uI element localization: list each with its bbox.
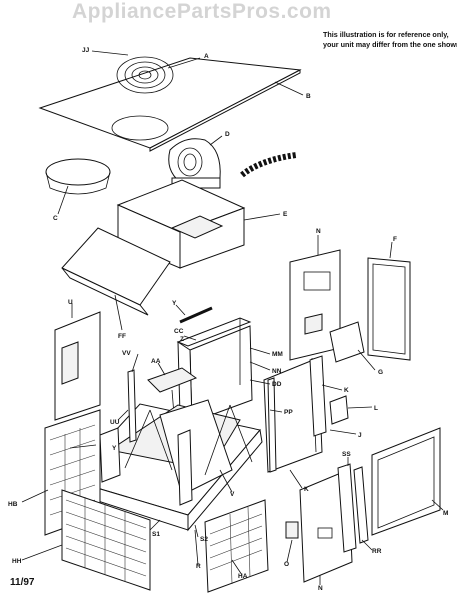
label-MM: MM <box>272 351 283 358</box>
label-E: E <box>283 211 288 218</box>
label-M: M <box>443 510 448 517</box>
label-V: V <box>230 491 235 498</box>
part-main-frame <box>69 317 323 532</box>
label-U: U <box>68 299 73 306</box>
label-C: C <box>53 215 58 222</box>
label-VV: VV <box>122 350 131 357</box>
part-top-cover <box>38 56 302 152</box>
part-front-panel <box>285 469 353 583</box>
label-HH: HH <box>12 558 22 565</box>
label-JJ: JJ <box>82 47 90 54</box>
part-ring <box>45 158 111 195</box>
watermark: AppliancePartsPros.com <box>72 0 332 23</box>
label-Y-upper: Y <box>172 300 177 307</box>
label-A: A <box>204 53 209 60</box>
label-K-upper: K <box>344 387 349 394</box>
part-access-cover <box>329 321 365 363</box>
label-B: B <box>306 93 311 100</box>
label-D: D <box>225 131 230 138</box>
label-J: J <box>358 432 362 439</box>
label-S1: S1 <box>152 531 160 538</box>
label-N-lower: N <box>318 585 323 592</box>
part-grille-right <box>204 499 269 593</box>
label-PP: PP <box>284 409 293 416</box>
part-trim-strip <box>337 463 369 553</box>
part-labels: JJ A B C D E FF N F U Y CC Z MM NN AA VV… <box>8 47 448 592</box>
label-HB: HB <box>8 501 18 508</box>
label-CC: CC <box>174 328 184 335</box>
part-right-frame <box>267 355 327 473</box>
date-code: 11/97 <box>10 577 35 588</box>
label-HA: HA <box>238 573 248 580</box>
label-N-upper: N <box>316 228 321 235</box>
label-NN: NN <box>272 368 282 375</box>
label-G: G <box>378 369 383 376</box>
part-rod <box>179 306 213 324</box>
note-line-2: your unit may differ from the one shown <box>323 40 457 49</box>
part-housing <box>116 179 246 269</box>
part-side-panel-right <box>371 427 441 536</box>
label-R: R <box>196 563 201 570</box>
label-DD: DD <box>272 381 282 388</box>
label-UU: UU <box>110 419 120 426</box>
leader-lines <box>21 50 444 585</box>
part-deflector <box>61 227 171 316</box>
label-Y-lower: Y <box>112 445 117 452</box>
reference-note: This illustration is for reference only,… <box>323 30 457 50</box>
part-grille-front <box>61 489 151 591</box>
part-blower <box>168 138 221 189</box>
part-side-panel-left <box>54 311 101 421</box>
label-FF: FF <box>118 333 126 340</box>
label-K-lower: K <box>304 486 309 493</box>
label-F: F <box>393 236 397 243</box>
part-control-box <box>329 395 349 425</box>
label-RR: RR <box>372 548 382 555</box>
label-SS: SS <box>342 451 351 458</box>
label-Z: Z <box>180 336 184 343</box>
part-rear-panel <box>367 257 411 361</box>
label-S2: S2 <box>200 536 208 543</box>
label-AA: AA <box>151 358 161 365</box>
part-wire-harness <box>240 152 297 178</box>
label-O: O <box>284 561 289 568</box>
part-bracket <box>127 369 137 443</box>
label-L: L <box>374 405 378 412</box>
note-line-1: This illustration is for reference only, <box>323 30 449 39</box>
